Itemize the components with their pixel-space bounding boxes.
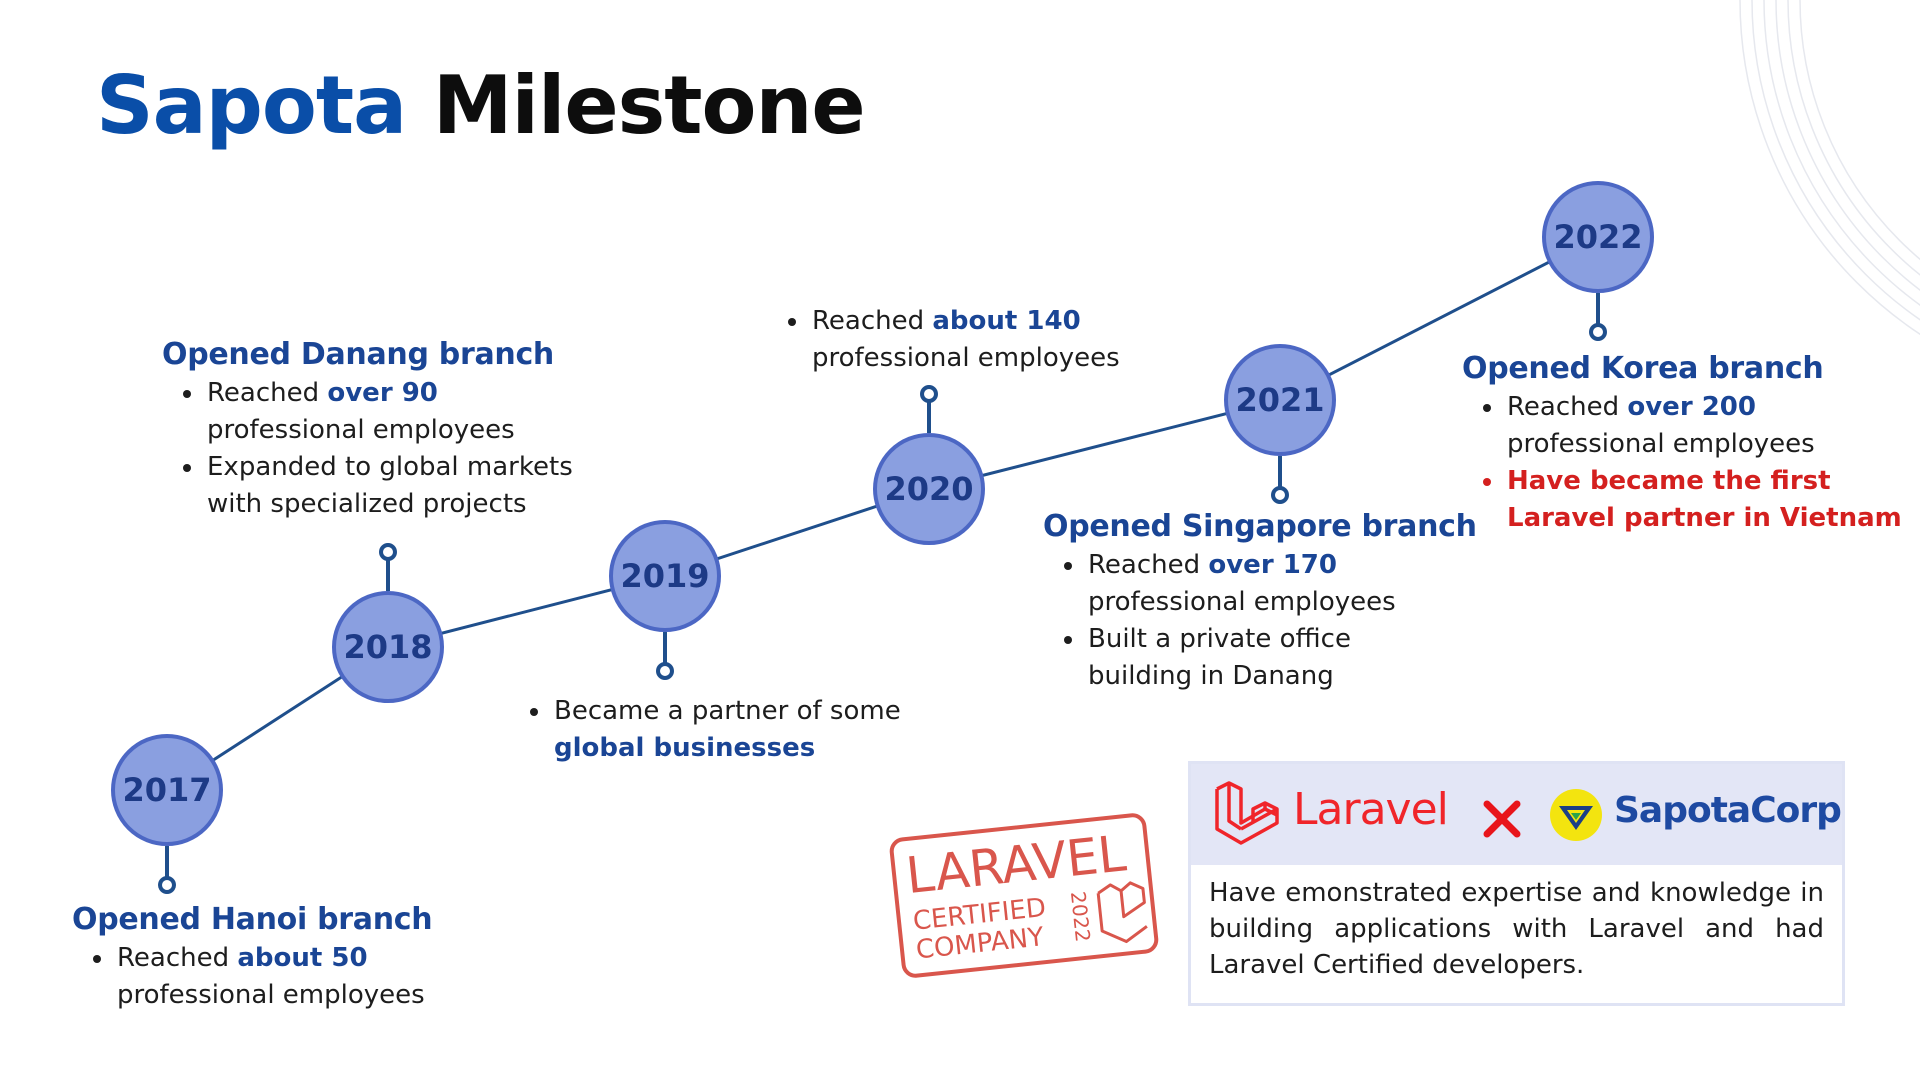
milestone-heading: Opened Danang branch xyxy=(162,337,554,372)
timeline-stem-dot xyxy=(1589,323,1607,341)
timeline-stem-dot xyxy=(379,543,397,561)
sapota-name: SapotaCorp xyxy=(1614,790,1842,831)
laravel-name: Laravel xyxy=(1293,784,1449,835)
year-node-2017: 2017 xyxy=(111,734,223,846)
milestone-heading: Opened Korea branch xyxy=(1462,351,1824,386)
stamp-year: 2022 xyxy=(1066,890,1095,943)
partnership-description: Have emonstrated expertise and knowledge… xyxy=(1209,878,1824,980)
partnership-header: Laravel SapotaCorp xyxy=(1191,764,1842,865)
year-node-2020: 2020 xyxy=(873,433,985,545)
sapota-logo-icon xyxy=(1550,789,1602,841)
year-node-2022: 2022 xyxy=(1542,181,1654,293)
timeline-stem-dot xyxy=(920,385,938,403)
year-node-2018: 2018 xyxy=(332,591,444,703)
timeline-connector xyxy=(1279,235,1599,402)
laravel-logo-icon xyxy=(1215,781,1279,845)
timeline-stem-dot xyxy=(1271,486,1289,504)
timeline-stem-dot xyxy=(656,662,674,680)
laravel-stamp-icon: LARAVEL CERTIFIED COMPANY 2022 xyxy=(889,813,1159,978)
milestone-heading: Opened Hanoi branch xyxy=(72,902,433,937)
year-node-2019: 2019 xyxy=(609,520,721,632)
timeline-connector xyxy=(928,398,1281,491)
year-node-2021: 2021 xyxy=(1224,344,1336,456)
cross-icon xyxy=(1483,800,1521,838)
title-rest: Milestone xyxy=(432,59,866,152)
timeline-stem-dot xyxy=(158,876,176,894)
milestone-2021: Opened Singapore branch Reached over 170… xyxy=(1043,508,1477,695)
milestone-heading: Opened Singapore branch xyxy=(1043,509,1477,544)
page-title: Sapota Milestone xyxy=(96,58,866,154)
title-brand: Sapota xyxy=(96,59,407,152)
partnership-card: Laravel SapotaCorp Have emonstrated expe… xyxy=(1188,761,1845,1006)
